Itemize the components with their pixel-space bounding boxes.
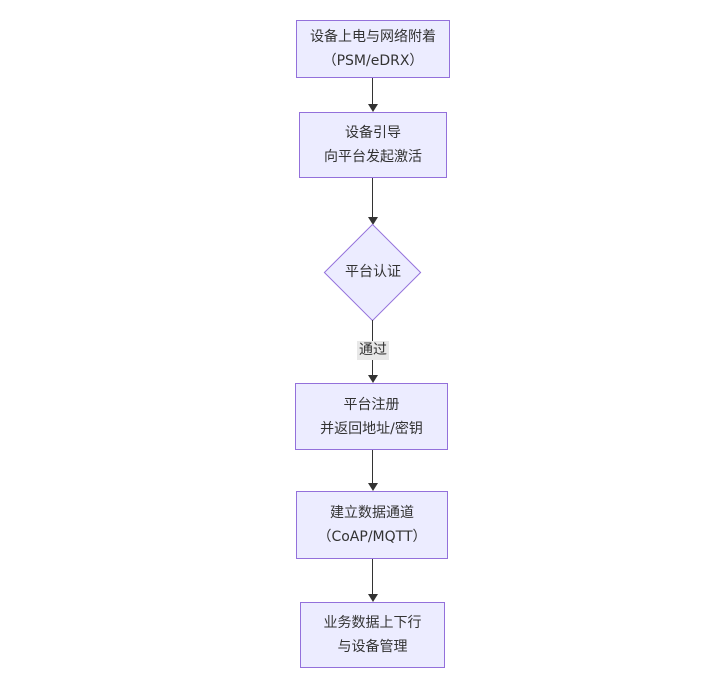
node-channel: 建立数据通道 （CoAP/MQTT） [296,491,448,559]
node-register: 平台注册 并返回地址/密钥 [295,383,448,450]
node-bootstrap: 设备引导 向平台发起激活 [299,112,447,178]
node-business-line2: 与设备管理 [337,639,408,655]
edge-bootstrap-to-auth [372,178,373,217]
node-register-line2: 并返回地址/密钥 [320,420,423,437]
node-register-line1: 平台注册 [343,396,400,413]
edge-label-pass: 通过 [357,341,389,360]
edge-register-to-channel [372,450,373,483]
node-business: 业务数据上下行 与设备管理 [300,602,445,668]
arrow-down-icon [368,594,378,602]
node-channel-line1: 建立数据通道 [330,505,414,521]
node-business-line1: 业务数据上下行 [323,615,422,631]
edge-power-to-bootstrap [372,78,373,104]
arrow-down-icon [368,375,378,383]
node-power-attach-line1: 设备上电与网络附着 [310,29,436,45]
edge-channel-to-business [372,559,373,594]
arrow-down-icon [368,217,378,225]
arrow-down-icon [368,104,378,112]
node-power-attach: 设备上电与网络附着 （PSM/eDRX） [296,20,450,78]
node-channel-line2: （CoAP/MQTT） [317,529,427,545]
node-power-attach-line2: （PSM/eDRX） [322,53,424,69]
arrow-down-icon [368,483,378,491]
node-auth-label: 平台认证 [345,264,401,280]
node-bootstrap-line1: 设备引导 [345,125,401,141]
node-bootstrap-line2: 向平台发起激活 [324,149,422,165]
